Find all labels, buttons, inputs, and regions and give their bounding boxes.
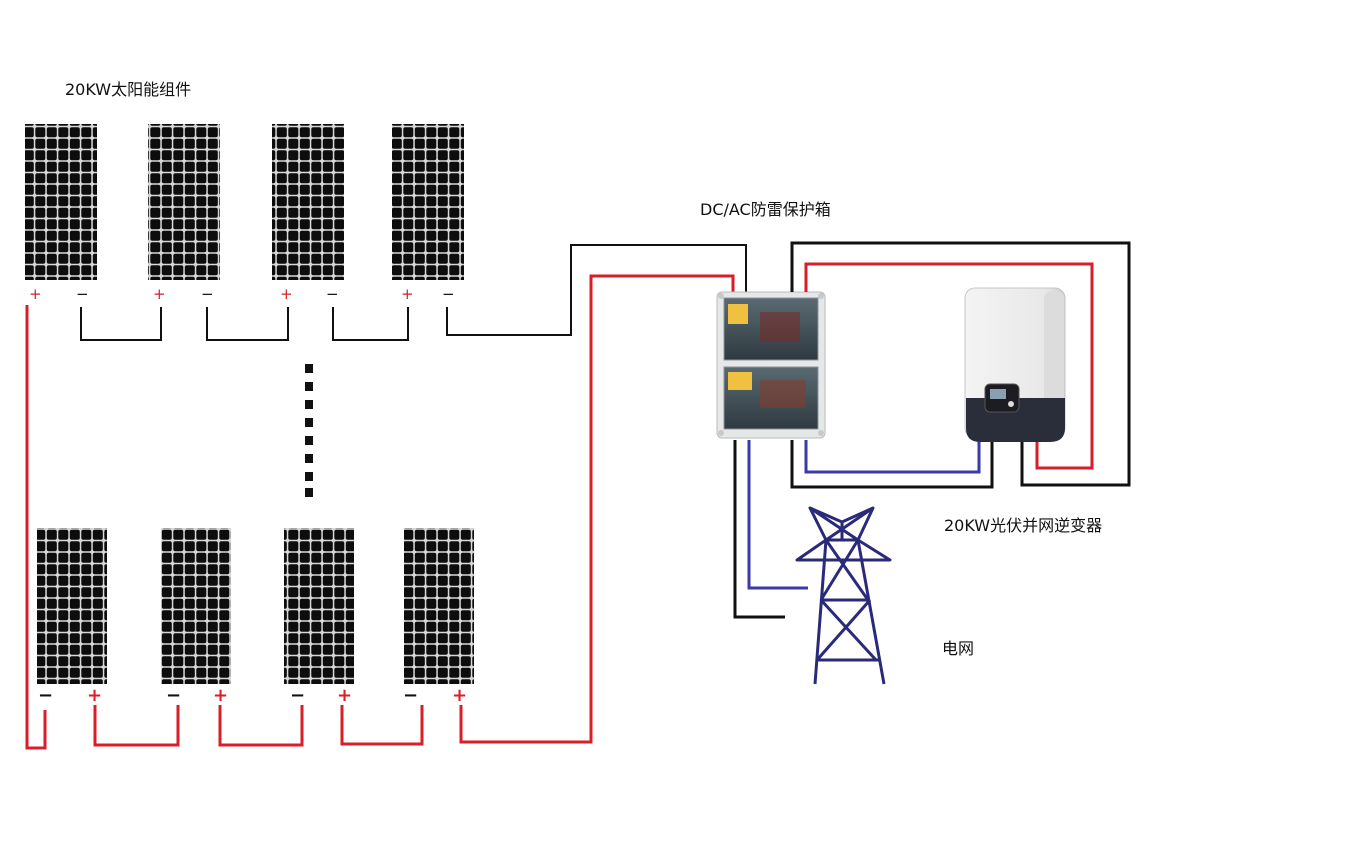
solar-panel-icon xyxy=(392,124,464,280)
minus-sign: − xyxy=(166,685,182,706)
minus-sign: − xyxy=(76,285,89,303)
top-row-panels xyxy=(25,124,464,280)
bottom-series-links xyxy=(93,705,424,747)
solar-panel-icon xyxy=(161,528,231,684)
inverter-icon xyxy=(964,287,1066,442)
solar-panel-icon xyxy=(404,528,474,684)
plus-sign: + xyxy=(29,285,42,303)
solar-panel-icon xyxy=(37,528,107,684)
minus-sign: − xyxy=(403,685,419,706)
grid-title: 电网 xyxy=(942,639,975,658)
plus-sign: + xyxy=(87,685,103,706)
plus-sign: + xyxy=(452,685,468,706)
minus-sign: − xyxy=(326,285,339,303)
plus-sign: + xyxy=(401,285,414,303)
combiner-inverter-black-return xyxy=(790,440,994,489)
plus-sign: + xyxy=(337,685,353,706)
negative-main-wire xyxy=(446,244,747,336)
combiner-inverter-red-wire xyxy=(804,262,1094,470)
grid-blue-wire xyxy=(747,440,808,590)
minus-sign: − xyxy=(290,685,306,706)
bottom-row-panels xyxy=(37,528,474,684)
combiner-inverter-black-wire xyxy=(790,241,1131,487)
plus-sign: + xyxy=(153,285,166,303)
grid-black-wire xyxy=(733,440,785,619)
combiner-title: DC/AC防雷保护箱 xyxy=(700,200,831,219)
inverter-title: 20KW光伏并网逆变器 xyxy=(944,516,1103,535)
combiner-box-icon xyxy=(716,291,826,439)
minus-sign: − xyxy=(38,685,54,706)
minus-sign: − xyxy=(442,285,455,303)
array-title: 20KW太阳能组件 xyxy=(65,80,192,99)
inverter-ac-blue-wire xyxy=(804,440,981,474)
solar-panel-icon xyxy=(284,528,354,684)
solar-panel-icon xyxy=(25,124,97,280)
positive-return-wire xyxy=(25,305,47,750)
solar-panel-icon xyxy=(148,124,220,280)
transmission-tower-icon xyxy=(795,506,892,685)
positive-main-wire xyxy=(459,274,735,744)
plus-sign: + xyxy=(280,285,293,303)
minus-sign: − xyxy=(201,285,214,303)
plus-sign: + xyxy=(213,685,229,706)
ellipsis-dots xyxy=(305,364,313,497)
top-series-links xyxy=(80,307,409,341)
solar-panel-icon xyxy=(272,124,344,280)
